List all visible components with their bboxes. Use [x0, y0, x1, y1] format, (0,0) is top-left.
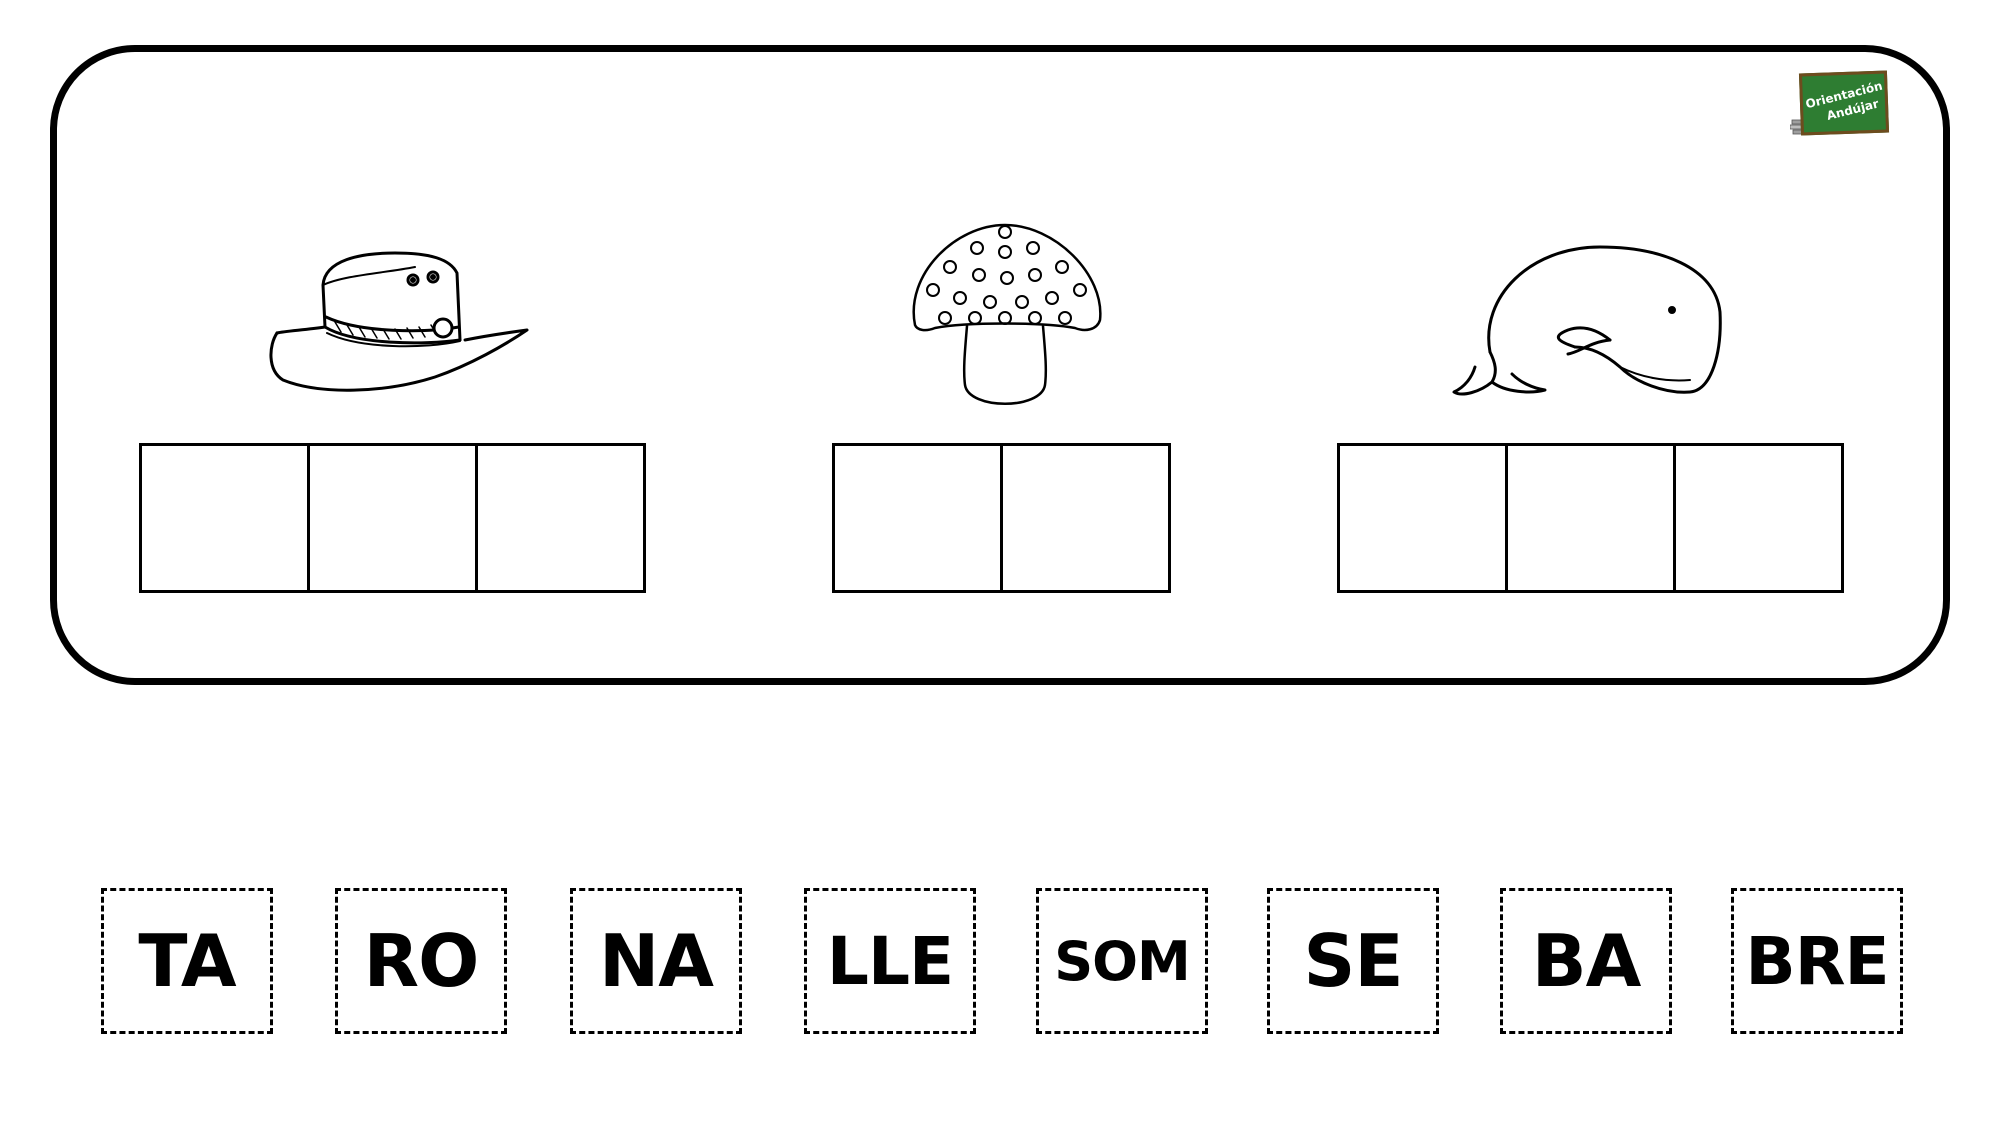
chalkboard: Orientación Andújar [1798, 70, 1890, 136]
answer-slot[interactable] [1000, 443, 1171, 593]
answer-slot[interactable] [1337, 443, 1508, 593]
syllable-tile[interactable]: LLE [804, 888, 976, 1034]
answer-slot[interactable] [475, 443, 646, 593]
syllable-tile[interactable]: SE [1267, 888, 1439, 1034]
answer-boxes-mushroom [832, 443, 1171, 593]
answer-slot[interactable] [1673, 443, 1844, 593]
syllable-tile[interactable]: TA [101, 888, 273, 1034]
whale-icon [1450, 242, 1725, 397]
syllable-tile[interactable]: NA [570, 888, 742, 1034]
syllable-tile[interactable]: SOM [1036, 888, 1208, 1034]
mushroom-icon [905, 220, 1105, 410]
syllable-tile[interactable]: RO [335, 888, 507, 1034]
answer-slot[interactable] [139, 443, 310, 593]
syllable-tile[interactable]: BA [1500, 888, 1672, 1034]
hat-icon [265, 245, 530, 395]
syllable-tile[interactable]: BRE [1731, 888, 1903, 1034]
answer-boxes-hat [139, 443, 646, 593]
answer-slot[interactable] [832, 443, 1003, 593]
answer-slot[interactable] [307, 443, 478, 593]
orientacion-andujar-logo: Orientación Andújar [1790, 70, 1890, 138]
answer-slot[interactable] [1505, 443, 1676, 593]
answer-boxes-whale [1337, 443, 1844, 593]
